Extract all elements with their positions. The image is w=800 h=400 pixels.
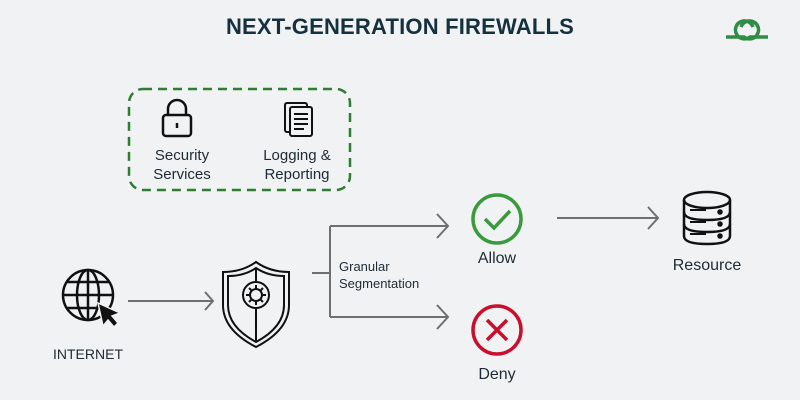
segmentation-branch [312, 213, 450, 330]
logging-reporting-line1: Logging & [263, 147, 331, 164]
logging-reporting-line2: Reporting [264, 166, 330, 183]
diagram-title: NEXT-GENERATION FIREWALLS [225, 14, 575, 39]
arrow-internet-to-firewall [128, 291, 215, 311]
internet-label: INTERNET [53, 346, 123, 362]
globe-cursor-icon [61, 268, 122, 329]
lock-icon [161, 98, 193, 138]
check-circle-icon [471, 193, 523, 245]
allow-label: Allow [477, 250, 517, 267]
security-services-label: Security Services [137, 146, 227, 184]
services-box [127, 87, 352, 192]
database-icon [682, 190, 732, 246]
segmentation-label: Granular Segmentation [339, 258, 439, 292]
geeksforgeeks-logo [726, 19, 768, 41]
shield-gear-icon [222, 260, 290, 349]
resource-label: Resource [672, 257, 742, 274]
documents-icon [284, 102, 313, 137]
security-services-line1: Security [154, 147, 210, 164]
x-circle-icon [471, 304, 523, 356]
segmentation-line2: Segmentation [339, 276, 420, 291]
logging-reporting-label: Logging & Reporting [252, 146, 342, 184]
arrow-allow-to-resource [557, 206, 660, 230]
deny-label: Deny [478, 366, 516, 383]
security-services-line2: Services [153, 166, 211, 183]
segmentation-line1: Granular [339, 259, 390, 274]
